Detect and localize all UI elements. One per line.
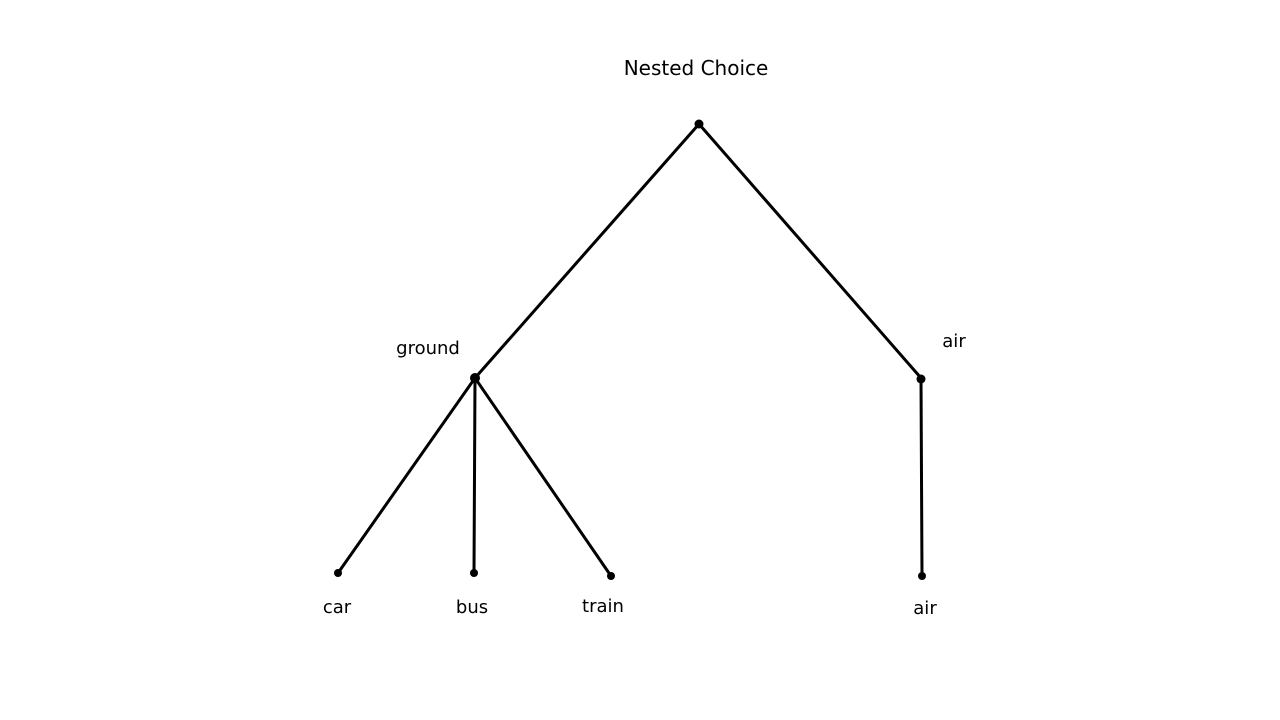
edge-root-ground [473, 122, 701, 380]
edge-ground-bus [472, 376, 477, 575]
bus-label: bus [456, 597, 488, 618]
car-label: car [323, 597, 352, 618]
ground-label: ground [396, 338, 460, 359]
air-leaf-node [918, 572, 926, 580]
edge-ground-car [336, 376, 477, 575]
ground-node [470, 373, 480, 383]
car-node [334, 569, 342, 577]
edge-ground-train [473, 376, 613, 578]
root-node [694, 119, 704, 129]
edge-air-air [919, 376, 924, 578]
train-label: train [582, 596, 624, 617]
edge-root-air [697, 122, 923, 380]
diagram-title: Nested Choice [624, 56, 769, 80]
bus-node [470, 569, 478, 577]
train-node [607, 572, 615, 580]
air-nest-label: air [942, 331, 966, 352]
air-leaf-label: air [913, 598, 937, 619]
air-nest-node [916, 374, 926, 384]
